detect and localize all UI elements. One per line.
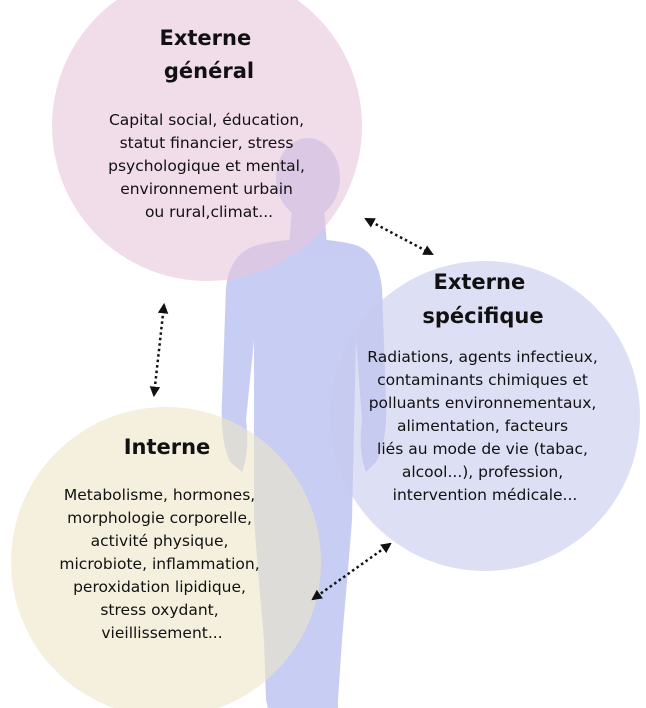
general-description-line: statut financier, stress (120, 134, 294, 152)
internal-description-line: activité physique, (91, 532, 229, 550)
internal-description-line: vieillissement... (101, 624, 222, 642)
specific-description-line: alcool...), profession, (402, 463, 563, 481)
general-description-line: psychologique et mental, (108, 157, 305, 175)
internal-title-line: Interne (124, 435, 211, 459)
specific-description-line: Radiations, agents infectieux, (367, 348, 597, 366)
internal-description: Metabolisme, hormones, morphologie corpo… (59, 486, 264, 642)
specific-description-line: polluants environnementaux, (369, 394, 597, 412)
specific-description-line: intervention médicale... (393, 486, 578, 504)
general-description: Capital social, éducation, statut financ… (108, 111, 310, 221)
internal-description-line: Metabolisme, hormones, (64, 486, 255, 504)
external-specific-circle (330, 261, 640, 571)
internal-description-line: stress oxydant, (100, 601, 218, 619)
specific-title: Externe spécifique (422, 270, 543, 328)
specific-title-line: Externe (433, 270, 525, 294)
internal-circle (11, 407, 321, 708)
specific-description: Radiations, agents infectieux, contamina… (367, 348, 602, 504)
external-general-circle (52, 0, 362, 281)
specific-internal-arrow (311, 542, 392, 601)
specific-description-line: liés au mode de vie (tabac, (377, 440, 588, 458)
general-title-line: général (164, 59, 254, 83)
internal-description-line: microbiote, inflammation, (59, 555, 259, 573)
specific-title-line: spécifique (422, 304, 543, 328)
general-title-line: Externe (159, 26, 251, 50)
specific-description-line: alimentation, facteurs (397, 417, 568, 435)
general-title: Externe général (159, 26, 258, 83)
general-description-line: ou rural,climat... (145, 203, 273, 221)
general-internal-arrow (149, 302, 169, 398)
general-specific-arrow (364, 217, 434, 256)
internal-description-line: peroxidation lipidique, (73, 578, 246, 596)
general-description-line: environnement urbain (120, 180, 293, 198)
general-description-line: Capital social, éducation, (109, 111, 304, 129)
internal-title: Interne (124, 435, 211, 459)
internal-description-line: morphologie corporelle, (67, 509, 252, 527)
specific-description-line: contaminants chimiques et (377, 371, 588, 389)
